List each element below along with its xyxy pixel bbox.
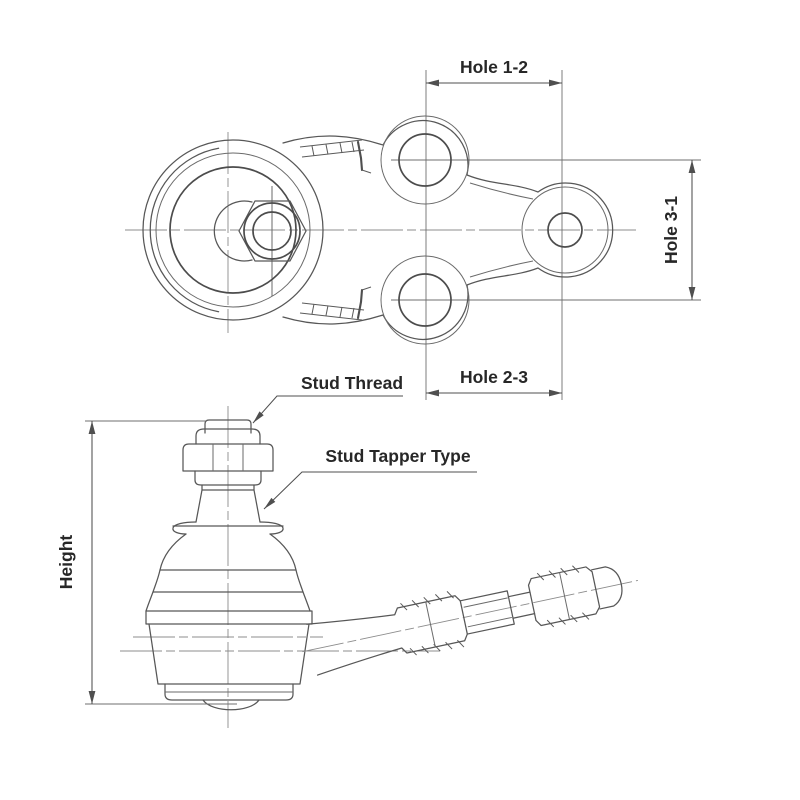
stud-thread-tip (204, 419, 252, 434)
housing-body (148, 623, 310, 685)
top-view: Hole 1-2 Hole 2-3 Hole 3-1 (125, 57, 701, 400)
castle-nut (182, 443, 274, 472)
callout-stud-tapper-type: Stud Tapper Type (263, 446, 477, 510)
callout-stud-thread: Stud Thread (252, 373, 403, 424)
dim-label-hole-1-2: Hole 1-2 (460, 57, 528, 77)
side-view: Stud Thread Stud Tapper Type Height (56, 373, 638, 728)
arm-shank-and-collar (306, 595, 468, 676)
arm-thread-section (527, 566, 601, 627)
boot-flange (172, 521, 284, 535)
threaded-arm (302, 565, 638, 676)
dim-hole-1-2: Hole 1-2 (426, 57, 562, 87)
clamp-strap-top (299, 139, 372, 174)
stud-assembly (182, 419, 274, 523)
dim-height: Height (56, 420, 237, 705)
hole-1 (380, 115, 470, 205)
housing-ring (145, 610, 313, 625)
dim-hole-2-3: Hole 2-3 (426, 367, 562, 397)
nut-cap (195, 428, 261, 445)
stud-hex-top (238, 200, 307, 262)
dim-hole-3-1: Hole 3-1 (661, 160, 696, 300)
top-view-centerlines (125, 70, 701, 400)
housing (145, 610, 313, 711)
stud-thread-circle (243, 202, 301, 260)
stud-taper (195, 484, 261, 523)
callout-label-stud-thread: Stud Thread (301, 373, 403, 393)
ball-socket-top (142, 139, 324, 321)
housing-bottom-dome (202, 699, 260, 711)
dim-label-hole-3-1: Hole 3-1 (661, 196, 681, 264)
housing-base-plate (164, 683, 294, 701)
mounting-plate (282, 120, 614, 340)
arm-end-cap (591, 566, 623, 610)
arm-neck (507, 591, 536, 619)
clamp-strap-bottom (299, 286, 372, 321)
hole-3 (521, 186, 609, 274)
dim-label-height: Height (56, 535, 76, 590)
callout-label-stud-tapper-type: Stud Tapper Type (325, 446, 470, 466)
hole-2 (380, 255, 470, 345)
dust-boot (145, 533, 311, 612)
dim-label-hole-2-3: Hole 2-3 (460, 367, 528, 387)
washer (194, 470, 262, 486)
side-view-centerlines (120, 406, 440, 728)
